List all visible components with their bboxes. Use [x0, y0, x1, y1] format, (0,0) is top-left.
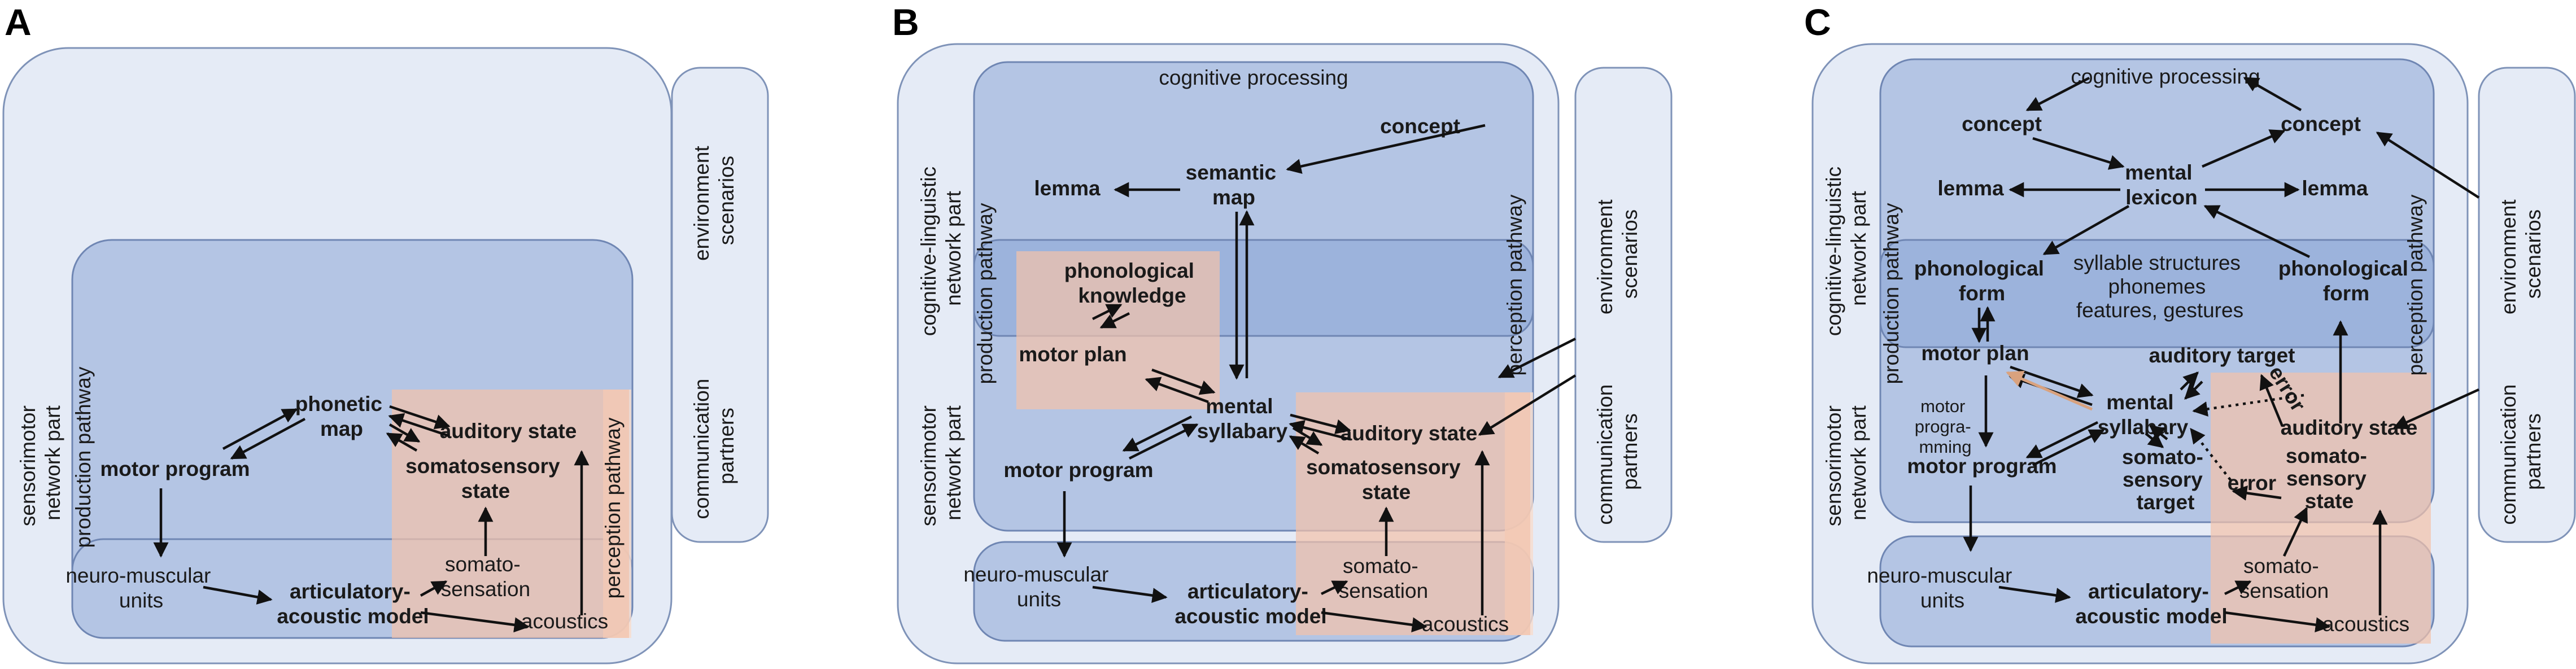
- arrows-c: [1963, 77, 2480, 633]
- phonetic-map-a: phonetic map: [295, 392, 388, 440]
- phonological-knowledge-b: phonological knowledge: [1064, 259, 1200, 307]
- mental-syllabary-b: mental syllabary: [1197, 395, 1288, 443]
- motor-plan-b: motor plan: [1019, 343, 1127, 366]
- panel-a: A sensorimotor network part production p…: [2, 1, 769, 664]
- panel-b: B cognitive processing concept semantic …: [892, 1, 1673, 664]
- somato-sensation-b: somato- sensation: [1339, 554, 1428, 602]
- mental-syllabary-c: mental syllabary: [2098, 391, 2189, 439]
- articulatory-acoustic-model-a: articulatory- acoustic model: [277, 580, 429, 628]
- somato-sensation-a: somato- sensation: [441, 553, 530, 601]
- motor-plan-c: motor plan: [1921, 342, 2029, 365]
- panel-a-letter: A: [5, 1, 32, 43]
- lemma-b: lemma: [1034, 177, 1101, 200]
- neuro-muscular-units-a: neuro-muscular units: [66, 564, 216, 612]
- phonological-form-right-c: phonological form: [2278, 257, 2414, 305]
- cognitive-processing-b: cognitive processing: [1159, 66, 1348, 89]
- arrows-a: [153, 405, 590, 633]
- perception-pathway-label-a: perception pathway: [601, 417, 625, 598]
- concept-right-c: concept: [2281, 112, 2361, 135]
- phonological-band-c: [1879, 239, 2435, 348]
- sensorimotor-label-c: sensorimotor network part: [1822, 400, 1870, 526]
- articulatory-acoustic-model-c: articulatory- acoustic model: [2075, 580, 2227, 628]
- panel-b-letter: B: [892, 1, 919, 43]
- somatosensory-target-c: somato- sensory target: [2122, 445, 2209, 514]
- communication-panel-a: [671, 67, 769, 543]
- neuro-muscular-units-c: neuro-muscular units: [1867, 564, 2018, 612]
- production-pathway-label-c: production pathway: [1880, 203, 1903, 384]
- perception-pathway-label-b: perception pathway: [1503, 194, 1526, 375]
- somatosensory-state-c: somato- sensory state: [2286, 444, 2373, 513]
- acoustics-b: acoustics: [1422, 613, 1509, 636]
- communication-panel-c: [2478, 67, 2576, 543]
- cognitive-linguistic-label-c: cognitive-linguistic network part: [1822, 161, 1870, 336]
- semantic-map-b: semantic map: [1186, 161, 1282, 209]
- communication-label-b: communication partners: [1593, 378, 1641, 524]
- motor-programming-c: motor progra- mming: [1915, 396, 1976, 457]
- environment-label-a: environment scenarios: [690, 140, 738, 261]
- acoustics-a: acoustics: [521, 610, 608, 633]
- communication-panel-b: [1574, 67, 1673, 543]
- auditory-target-c: auditory target: [2149, 344, 2295, 367]
- environment-label-b: environment scenarios: [1593, 194, 1641, 314]
- motor-program-b: motor program: [1003, 458, 1153, 482]
- auditory-state-b: auditory state: [1341, 422, 1478, 445]
- articulatory-acoustic-model-b: articulatory- acoustic model: [1175, 580, 1326, 628]
- communication-label-c: communication partners: [2497, 378, 2545, 524]
- phonological-form-left-c: phonological form: [1914, 257, 2050, 305]
- neuro-muscular-units-b: neuro-muscular units: [963, 563, 1114, 611]
- communication-label-a: communication partners: [690, 373, 738, 519]
- motor-program-a: motor program: [100, 457, 250, 480]
- panel-c-letter: C: [1804, 1, 1831, 43]
- somatosensory-state-a: somatosensory state: [405, 454, 566, 502]
- sensorimotor-label-a: sensorimotor network part: [16, 400, 64, 526]
- acoustics-c: acoustics: [2322, 613, 2409, 636]
- somato-sensation-c: somato- sensation: [2239, 554, 2329, 602]
- somatosensory-state-b: somatosensory state: [1306, 456, 1466, 504]
- panel-c: C cognitive processing concept concept m…: [1804, 1, 2576, 664]
- cognitive-linguistic-label-b: cognitive-linguistic network part: [917, 161, 965, 336]
- mental-lexicon-c: mental lexicon: [2125, 161, 2198, 209]
- lemma-left-c: lemma: [1937, 177, 2004, 200]
- perception-pathway-label-c: perception pathway: [2404, 194, 2427, 375]
- arrows-b: [1056, 124, 1577, 633]
- auditory-state-a: auditory state: [440, 419, 577, 443]
- syllable-info-c: syllable structures phonemes features, g…: [2073, 251, 2246, 322]
- sensorimotor-label-b: sensorimotor network part: [917, 400, 965, 526]
- cognitive-processing-c: cognitive processing: [2071, 65, 2260, 88]
- concept-left-c: concept: [1962, 112, 2042, 135]
- production-pathway-label-b: production pathway: [973, 203, 997, 384]
- lemma-right-c: lemma: [2302, 177, 2368, 200]
- environment-label-c: environment scenarios: [2497, 194, 2545, 314]
- production-pathway-label-a: production pathway: [72, 366, 95, 548]
- motor-program-c: motor program: [1907, 454, 2057, 478]
